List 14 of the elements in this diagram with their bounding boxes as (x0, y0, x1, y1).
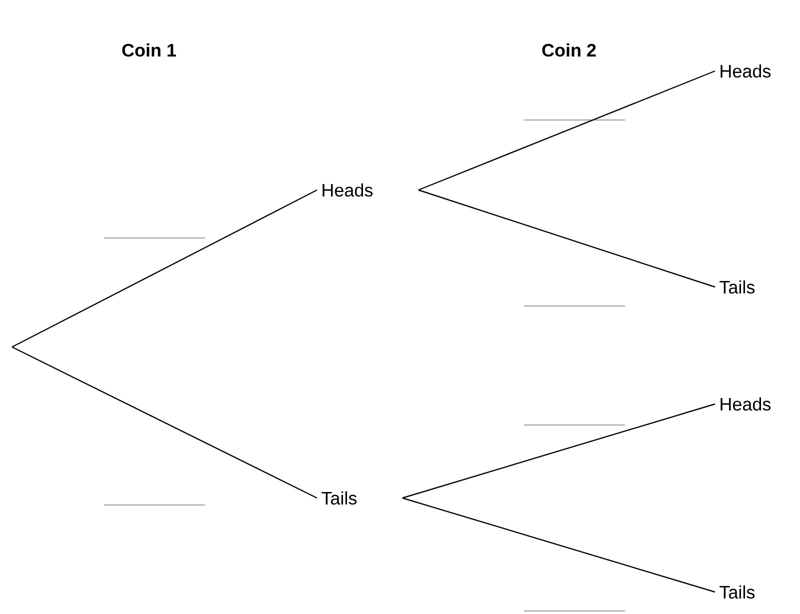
branch-line (402, 497, 716, 593)
outcome-label: Heads (322, 183, 373, 197)
outcome-label: Tails (720, 585, 755, 599)
branch-line (12, 346, 318, 499)
outcome-label: Tails (720, 280, 755, 294)
outcome-label: Tails (322, 491, 357, 505)
branch-line (402, 403, 716, 499)
branch-line (418, 70, 716, 191)
column-heading: Coin 1 (122, 43, 176, 57)
branch-line (418, 189, 716, 288)
column-heading: Coin 2 (542, 43, 596, 57)
branch-line (12, 189, 318, 348)
outcome-label: Heads (720, 397, 771, 411)
outcome-label: Heads (720, 64, 771, 78)
